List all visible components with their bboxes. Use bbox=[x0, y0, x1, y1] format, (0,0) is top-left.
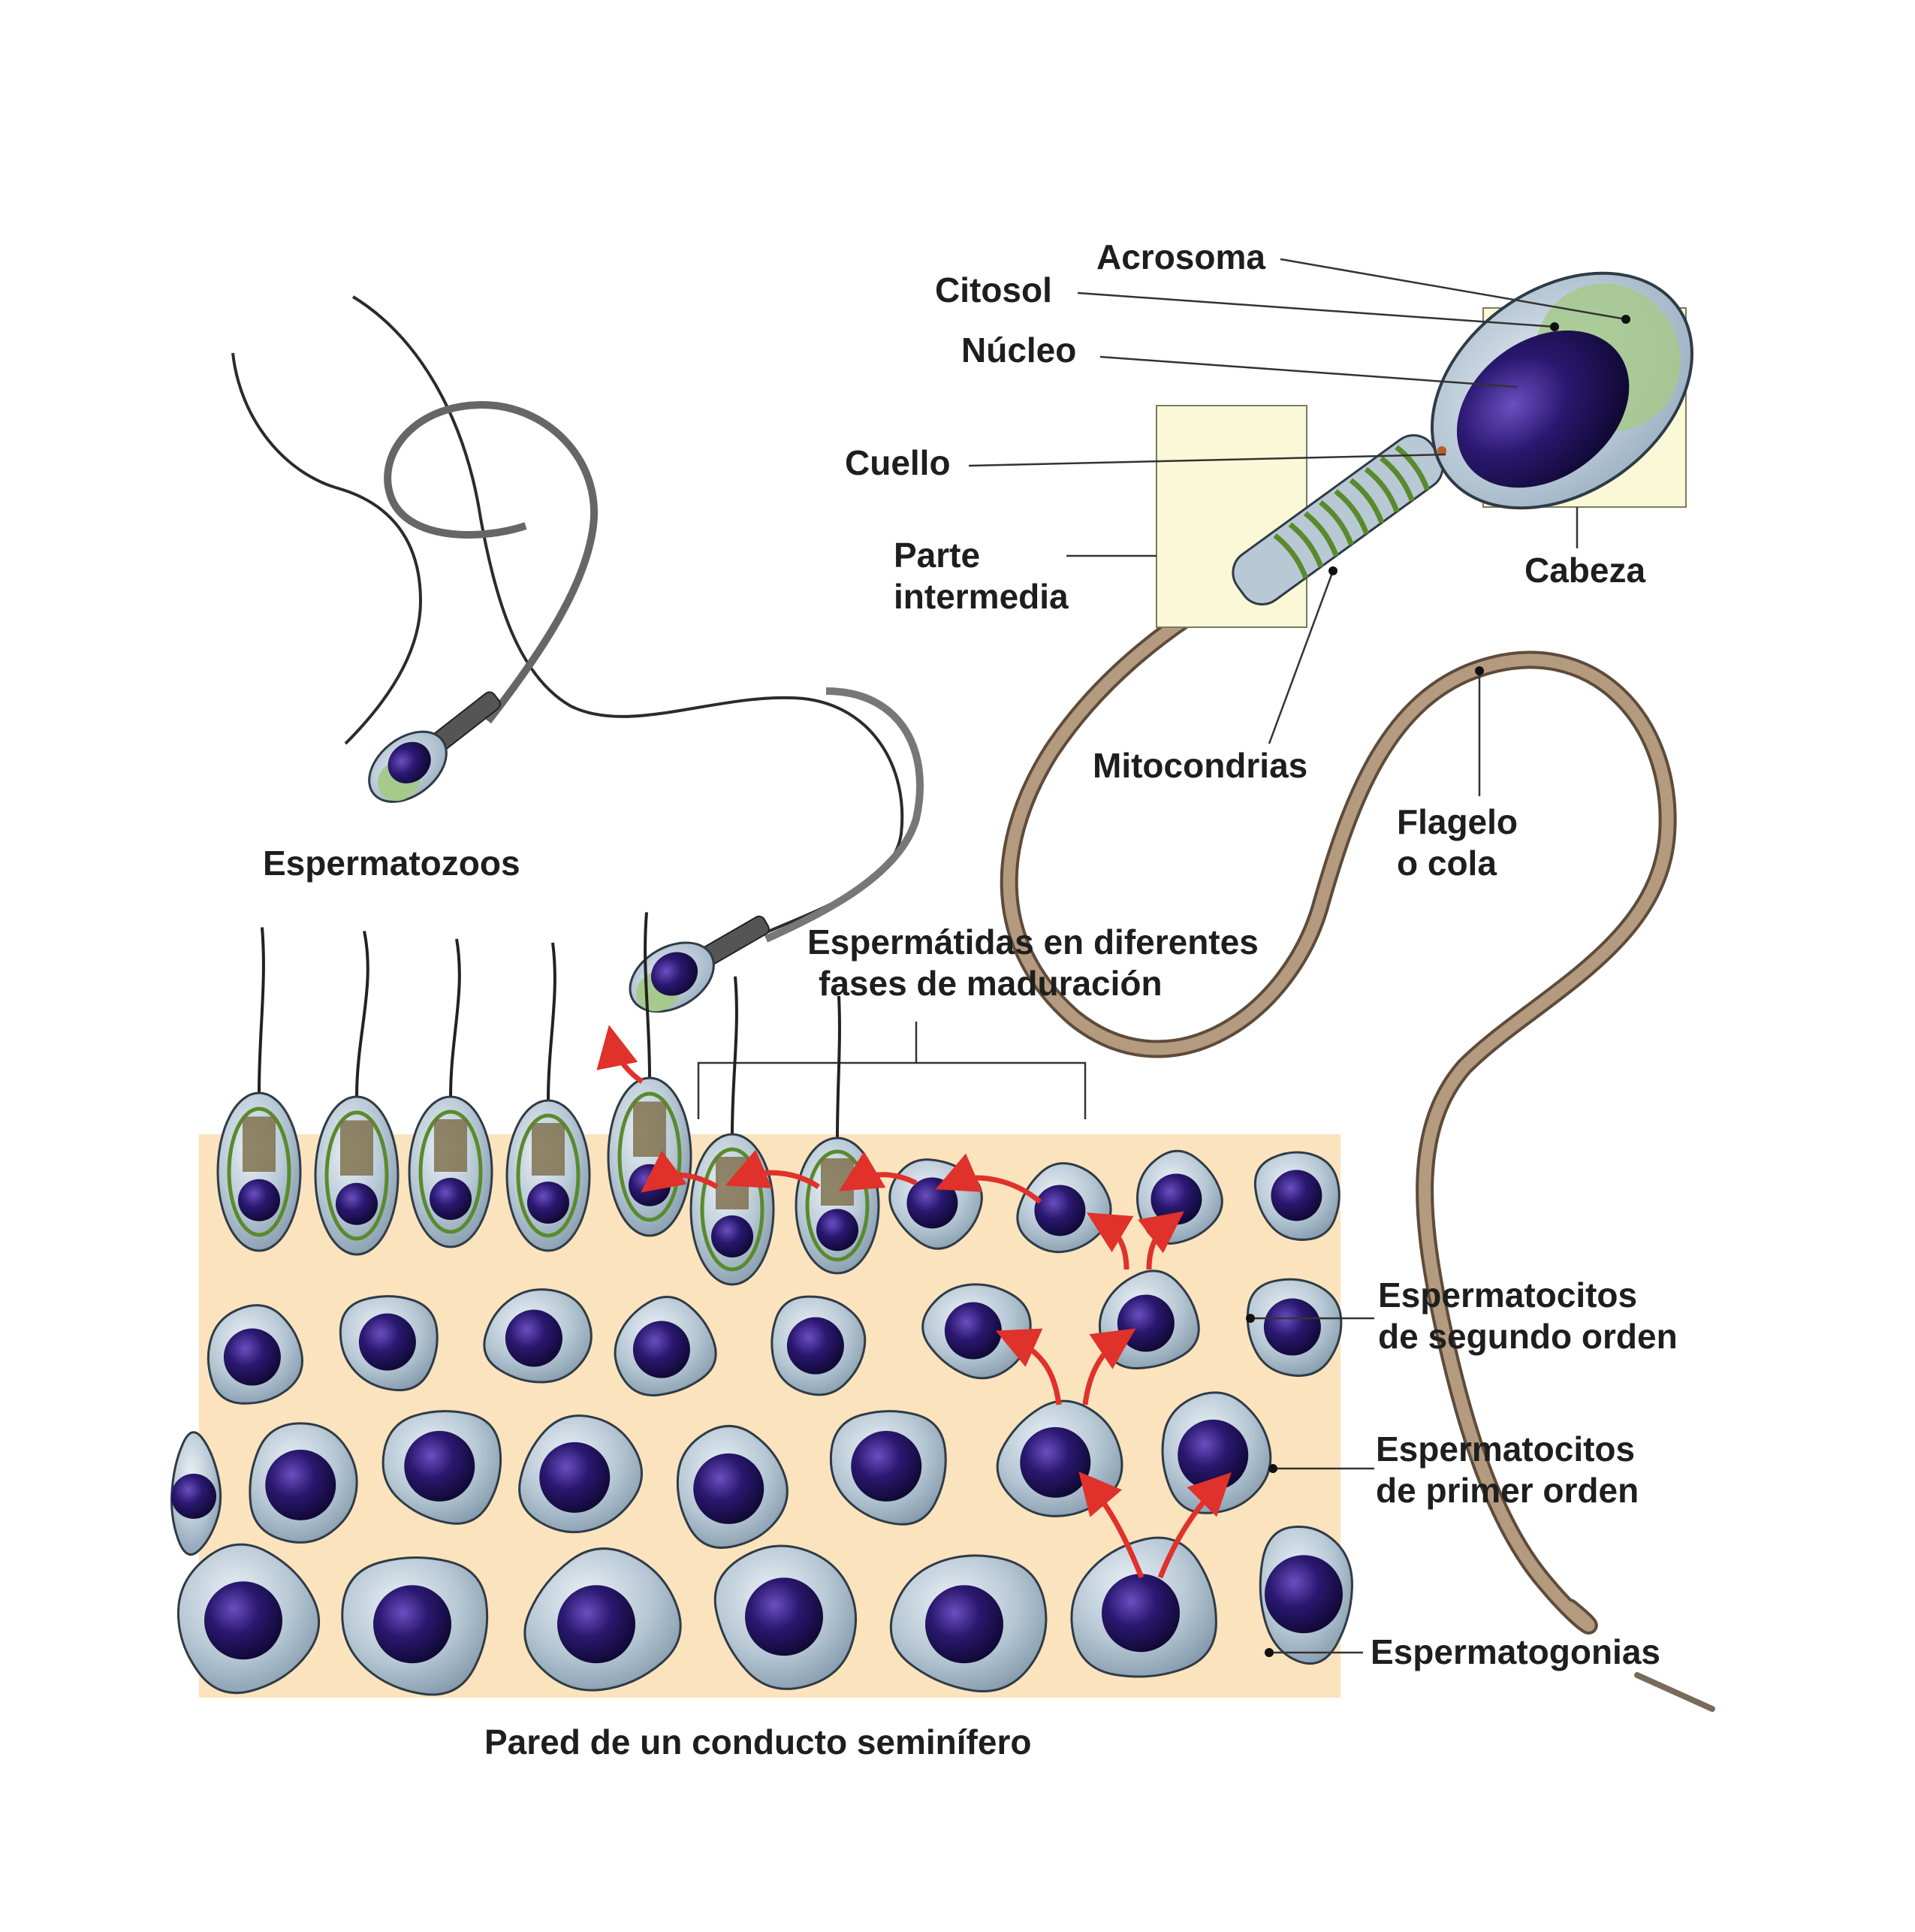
primary-spermatocyte bbox=[170, 1431, 222, 1556]
primary-spermatocyte bbox=[676, 1424, 789, 1549]
nucleus bbox=[1178, 1419, 1249, 1490]
cell-layers bbox=[170, 1149, 1353, 1696]
secondary-spermatocyte bbox=[1246, 1278, 1343, 1377]
nucleus bbox=[557, 1585, 635, 1664]
label-pared: Pared de un conducto seminífero bbox=[484, 1722, 1031, 1761]
label-acrosoma: Acrosoma bbox=[1096, 237, 1265, 276]
elongating-spermatid bbox=[505, 942, 591, 1252]
nucleus bbox=[1263, 1298, 1321, 1356]
label-espermatocitos-1-2: de primer orden bbox=[1376, 1471, 1639, 1510]
round-spermatid bbox=[1253, 1151, 1340, 1241]
nucleus bbox=[1020, 1426, 1091, 1498]
nucleus bbox=[745, 1577, 823, 1656]
spermatogonium bbox=[523, 1547, 682, 1692]
label-flagelo: Flagelo bbox=[1397, 802, 1518, 841]
nucleus bbox=[336, 1182, 378, 1225]
spermatid-row bbox=[216, 912, 880, 1286]
label-nucleo: Núcleo bbox=[961, 331, 1076, 370]
nucleus-large bbox=[1456, 331, 1630, 488]
midpiece bbox=[1232, 434, 1444, 606]
nucleus bbox=[1271, 1170, 1322, 1221]
label-citosol: Citosol bbox=[935, 270, 1052, 309]
nucleus bbox=[373, 1585, 451, 1664]
label-cabeza: Cabeza bbox=[1524, 551, 1645, 590]
secondary-spermatocyte bbox=[614, 1296, 717, 1397]
secondary-spermatocyte bbox=[483, 1288, 593, 1384]
label-espermatocitos-2-1: Espermatocitos bbox=[1378, 1275, 1637, 1315]
spermatogonium bbox=[341, 1556, 489, 1696]
nucleus bbox=[223, 1328, 281, 1386]
nucleus bbox=[1102, 1574, 1180, 1653]
nucleus bbox=[171, 1473, 216, 1519]
nucleus bbox=[358, 1313, 416, 1371]
label-espermatocitos-1-1: Espermatocitos bbox=[1376, 1429, 1635, 1469]
sperm-head bbox=[1431, 271, 1693, 510]
secondary-spermatocyte bbox=[207, 1304, 303, 1405]
label-espermatogonias: Espermatogonias bbox=[1371, 1632, 1660, 1671]
secondary-spermatocyte bbox=[339, 1295, 439, 1392]
primary-spermatocyte bbox=[829, 1410, 947, 1526]
primary-spermatocyte bbox=[381, 1410, 502, 1525]
nucleus bbox=[632, 1321, 690, 1378]
primary-spermatocyte bbox=[249, 1422, 358, 1544]
elongating-spermatid bbox=[216, 927, 302, 1252]
division-arrows bbox=[596, 1025, 1232, 1579]
label-parte: Parte bbox=[894, 536, 980, 575]
elongating-spermatid bbox=[314, 931, 400, 1256]
label-o-cola: o cola bbox=[1397, 844, 1497, 883]
nucleus bbox=[204, 1581, 282, 1660]
nucleus bbox=[1151, 1173, 1202, 1225]
nucleus bbox=[693, 1453, 764, 1524]
nucleus bbox=[816, 1209, 858, 1251]
nucleus bbox=[944, 1302, 1002, 1360]
spermatids-bracket bbox=[697, 1022, 1087, 1119]
nucleus bbox=[430, 1178, 472, 1220]
label-mitocondrias: Mitocondrias bbox=[1093, 746, 1307, 785]
flagellum-end bbox=[1634, 1672, 1715, 1712]
spermatozoon-1 bbox=[231, 295, 904, 940]
elongating-spermatid bbox=[689, 976, 775, 1286]
nucleus bbox=[505, 1309, 562, 1367]
nucleus bbox=[711, 1215, 753, 1257]
elongating-spermatid bbox=[408, 938, 493, 1248]
label-espermatozoos: Espermatozoos bbox=[263, 844, 520, 883]
nucleus bbox=[925, 1585, 1003, 1664]
nucleus bbox=[786, 1317, 844, 1375]
nucleus bbox=[238, 1179, 280, 1221]
label-espermatidas-2: fases de maduración bbox=[819, 964, 1163, 1003]
label-espermatidas-1: Espermátidas en diferentes bbox=[807, 922, 1259, 961]
label-espermatocitos-2-2: de segundo orden bbox=[1378, 1317, 1678, 1356]
label-intermedia: intermedia bbox=[894, 577, 1069, 616]
nucleus bbox=[1265, 1555, 1343, 1634]
label-cuello: Cuello bbox=[845, 443, 951, 482]
spermatogonium bbox=[713, 1544, 857, 1690]
nucleus bbox=[539, 1441, 611, 1513]
nucleus bbox=[629, 1164, 671, 1206]
mitochondria-spiral bbox=[1273, 445, 1430, 579]
nucleus bbox=[265, 1449, 336, 1520]
spermatogonium bbox=[176, 1543, 321, 1695]
spermatogonium bbox=[1259, 1526, 1353, 1665]
nucleus bbox=[851, 1430, 922, 1502]
primary-spermatocyte bbox=[518, 1414, 643, 1534]
secondary-spermatocyte bbox=[771, 1295, 867, 1396]
nucleus bbox=[404, 1430, 475, 1502]
nucleus bbox=[1117, 1294, 1175, 1352]
spermatogonium bbox=[889, 1554, 1048, 1692]
nucleus bbox=[1034, 1185, 1086, 1236]
spermatogonium bbox=[1070, 1536, 1217, 1678]
nucleus bbox=[527, 1182, 569, 1224]
